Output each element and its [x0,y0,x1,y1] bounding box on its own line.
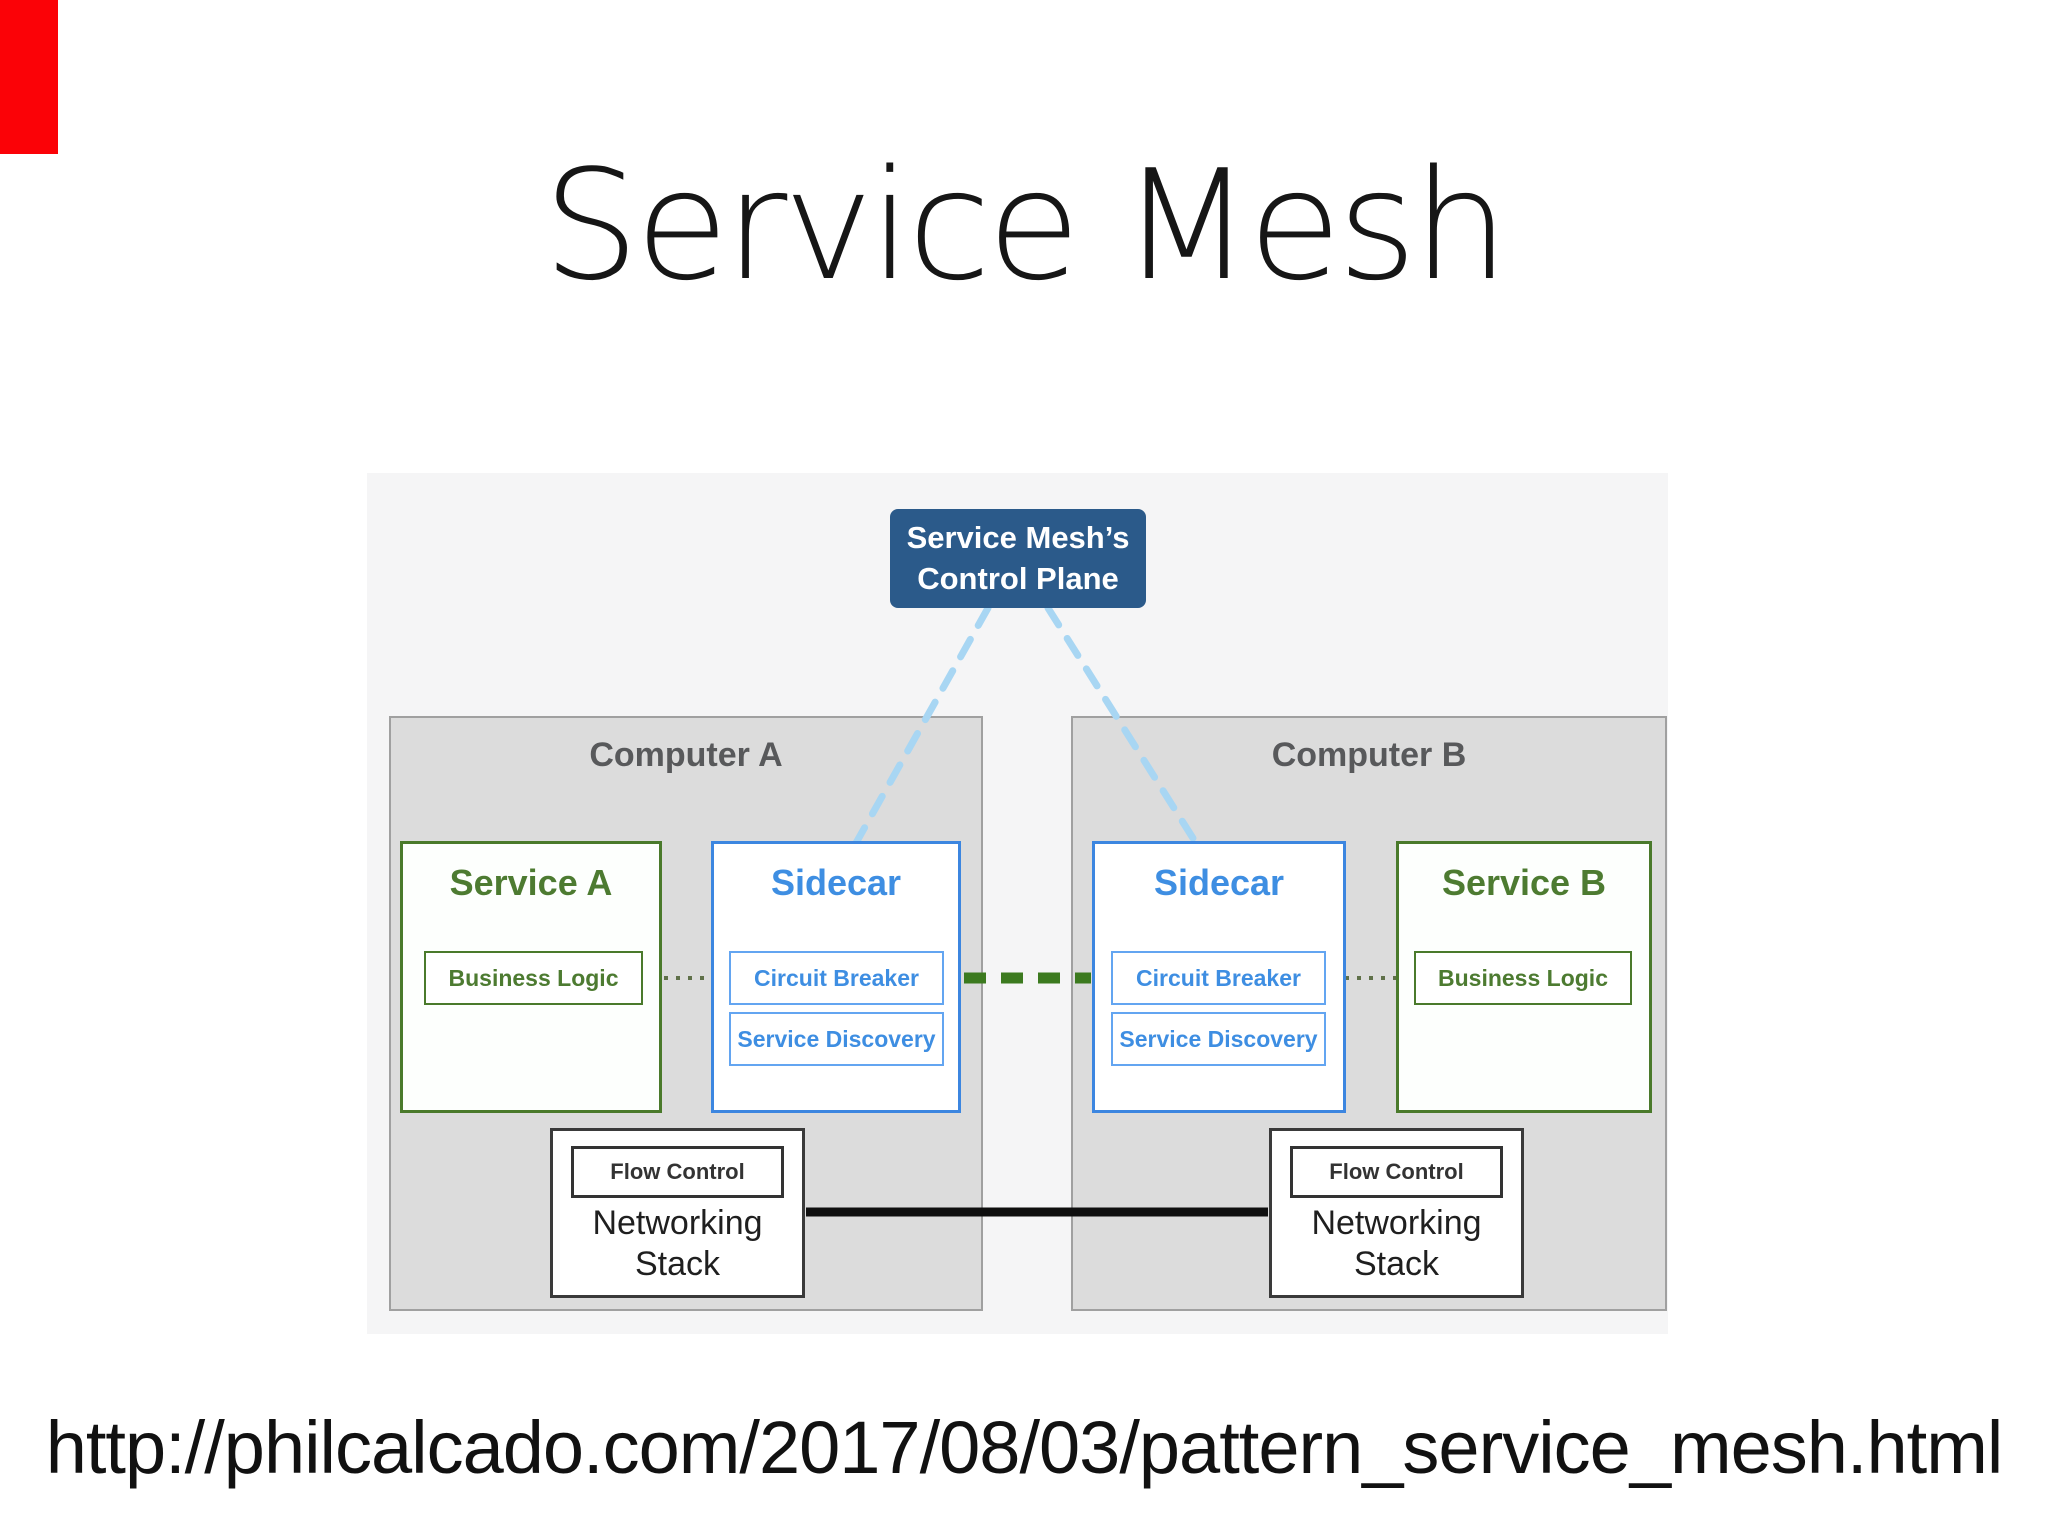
page-title: Service Mesh [542,137,1509,314]
sidecar-b-title: Sidecar [1153,862,1285,903]
networking-stack-a-label: Networking Stack [592,1204,763,1284]
computer-b-label: Computer B [1271,736,1467,774]
networking-stack-a-box: Networking Stack [550,1128,805,1298]
business-logic-b-box: Business Logic [1414,951,1632,1005]
control-plane-box: Service Mesh’s Control Plane [890,509,1146,608]
service-b-title: Service B [1441,862,1607,903]
business-logic-a-box: Business Logic [424,951,643,1005]
service-discovery-b-box: Service Discovery [1111,1012,1326,1066]
source-url: http://philcalcado.com/2017/08/03/patter… [45,1406,2004,1489]
control-plane-link-left-line [852,604,992,847]
networking-stack-b-label: Networking Stack [1311,1204,1482,1284]
red-corner-marker [0,0,58,154]
computer-a-label: Computer A [589,736,783,774]
circuit-breaker-b-box: Circuit Breaker [1111,951,1326,1005]
service-discovery-a-box: Service Discovery [729,1012,944,1066]
control-plane-link-right-line [1044,604,1200,847]
flow-control-a-box: Flow Control [571,1146,784,1198]
flow-control-b-box: Flow Control [1290,1146,1503,1198]
control-plane-label: Service Mesh’s Control Plane [906,520,1130,596]
service-a-title: Service A [449,862,613,903]
circuit-breaker-a-box: Circuit Breaker [729,951,944,1005]
sidecar-a-title: Sidecar [770,862,902,903]
